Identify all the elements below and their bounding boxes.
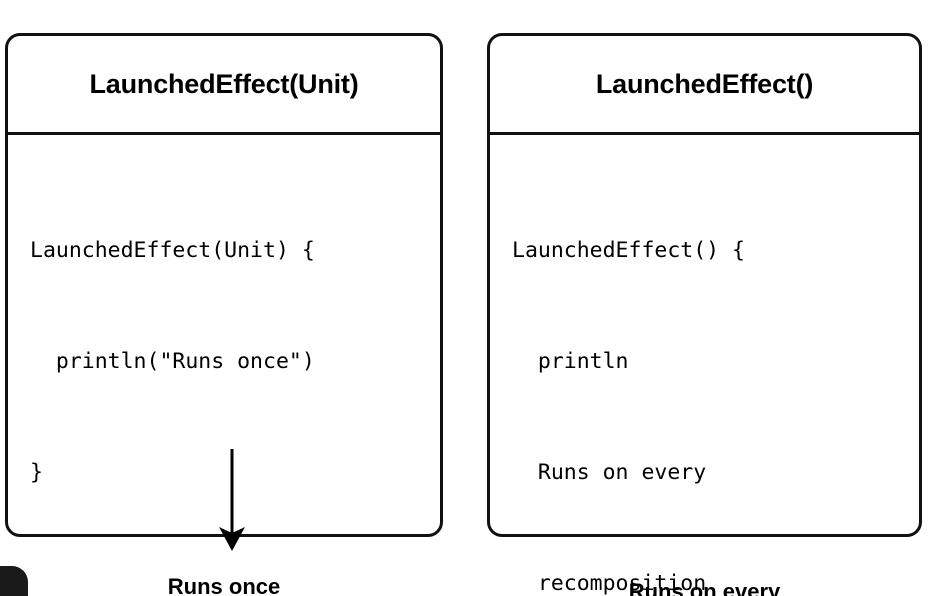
card-title: LaunchedEffect(Unit) [89, 68, 359, 99]
card-body-launched-effect-empty: LaunchedEffect() { println Runs on every… [490, 135, 919, 596]
code-line: println [512, 349, 629, 374]
card-body-launched-effect-unit: LaunchedEffect(Unit) { println("Runs onc… [8, 135, 440, 596]
caption-runs-once: Runs once [8, 573, 440, 596]
code-line: recomposition [512, 571, 707, 596]
card-header-launched-effect-unit: LaunchedEffect(Unit) [8, 36, 440, 135]
code-block: LaunchedEffect(Unit) { println("Runs onc… [8, 135, 440, 565]
code-block: LaunchedEffect() { println Runs on every… [490, 135, 919, 596]
caption-line: Runs on every [628, 579, 781, 596]
card-header-launched-effect-empty: LaunchedEffect() [490, 36, 919, 135]
code-line: LaunchedEffect() { [512, 238, 745, 263]
card-launched-effect-empty: LaunchedEffect() LaunchedEffect() { prin… [487, 33, 922, 596]
caption-line: Runs once [167, 574, 281, 596]
down-arrow-icon [219, 449, 245, 551]
code-line: LaunchedEffect(Unit) { [30, 238, 315, 263]
code-line: println("Runs once") [30, 349, 315, 374]
caption-runs-every-recomposition: Runs on every recomposition [490, 578, 919, 596]
card-title: LaunchedEffect() [595, 68, 814, 99]
card-launched-effect-unit: LaunchedEffect(Unit) LaunchedEffect(Unit… [5, 33, 443, 596]
corner-badge [0, 566, 28, 596]
code-line: } [30, 460, 43, 485]
code-line: Runs on every [512, 460, 707, 485]
